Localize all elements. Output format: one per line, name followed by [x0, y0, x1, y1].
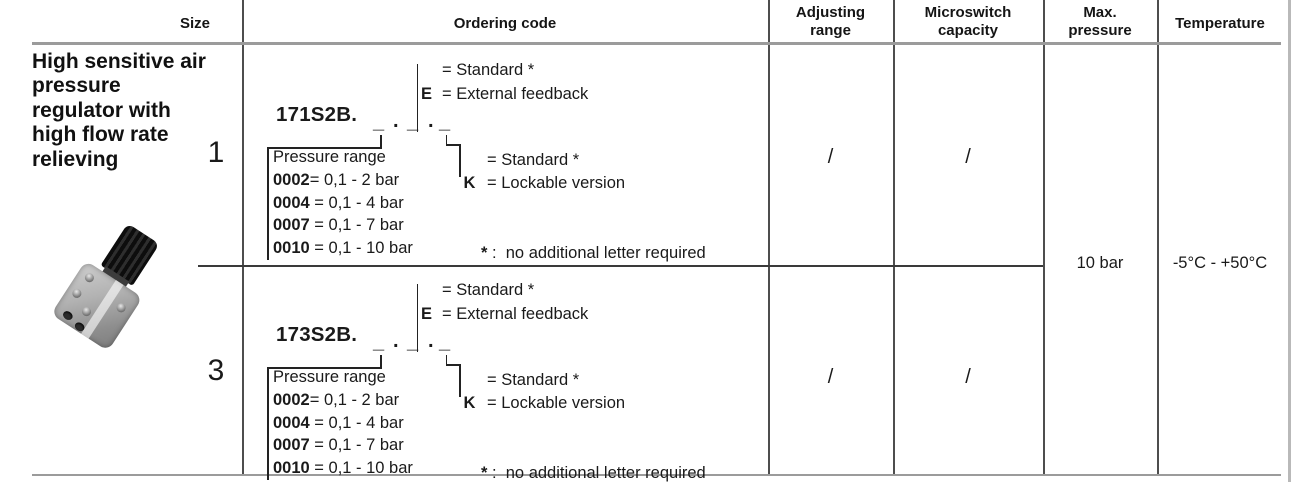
- lockable-annotation: = Lockable version: [487, 173, 626, 192]
- external-feedback-annotation: = External feedback: [442, 85, 589, 103]
- pressure-range-item: 0007 = 0,1 - 7 bar: [273, 436, 404, 454]
- blank-underscore: _: [407, 111, 419, 133]
- blank-underscore: _: [373, 331, 385, 353]
- standard-annotation: = Standard *: [487, 371, 580, 389]
- divider-maxpressure-temperature: [1157, 0, 1159, 476]
- standard-annotation: = Standard *: [442, 61, 535, 79]
- product-title: High sensitive air pressure regulator wi…: [32, 50, 206, 171]
- blank-underscore: _: [439, 111, 451, 133]
- pressure-range-item: 0002= 0,1 - 2 bar: [273, 391, 400, 409]
- row-separator: [198, 265, 1043, 267]
- footnote: * : no additional letter required: [481, 464, 706, 482]
- divider-adjusting-microswitch: [893, 0, 895, 476]
- connector-line: [380, 355, 382, 367]
- column-header-temperature: Temperature: [1175, 15, 1265, 32]
- connector-line: [445, 135, 447, 145]
- pressure-range-item: 0004 = 0,1 - 4 bar: [273, 193, 404, 212]
- standard-annotation: = Standard *: [487, 151, 580, 169]
- pressure-range-box-title: Pressure range: [273, 368, 386, 386]
- pressure-range-item: 0010 = 0,1 - 10 bar: [273, 238, 413, 257]
- blank-underscore: _: [373, 111, 385, 133]
- pressure-range-item: 0004 = 0,1 - 4 bar: [273, 413, 404, 432]
- lockable-key: K: [463, 393, 476, 412]
- divider-microswitch-maxpressure: [1043, 0, 1045, 476]
- lockable-annotation: = Lockable version: [487, 393, 626, 412]
- pressure-box-left-border: [267, 367, 269, 480]
- table-bottom-border: [32, 474, 1281, 476]
- blank-underscore: _: [407, 331, 419, 353]
- external-feedback-annotation: = External feedback: [442, 305, 589, 323]
- pressure-box-top-border: [267, 367, 382, 369]
- column-header-microswitch-capacity: Microswitch capacity: [924, 4, 1012, 39]
- code-dot: .: [428, 330, 434, 352]
- external-feedback-key: E: [421, 305, 433, 323]
- pressure-range-item: 0010 = 0,1 - 10 bar: [273, 458, 413, 477]
- code-dot: .: [428, 110, 434, 132]
- pressure-range-box-title: Pressure range: [273, 148, 386, 166]
- connector-line: [445, 355, 447, 365]
- max-pressure-value: 10 bar: [1076, 254, 1124, 272]
- connector-line: [445, 364, 461, 366]
- code-dot: .: [393, 110, 399, 132]
- page-right-edge: [1288, 0, 1291, 482]
- leader-line: [416, 284, 418, 352]
- air-pressure-regulator-photo: [50, 222, 167, 352]
- temperature-value: -5°C - +50°C: [1172, 254, 1268, 272]
- footnote: * : no additional letter required: [481, 244, 706, 262]
- ordering-code-diagram-row1: = Standard * E = External feedback 171S2…: [242, 55, 768, 267]
- adjusting-range-value-row1: /: [827, 146, 834, 168]
- column-header-adjusting-range: Adjusting range: [795, 4, 866, 39]
- header-underline: [32, 42, 1281, 45]
- lockable-key: K: [463, 173, 476, 192]
- standard-annotation: = Standard *: [442, 281, 535, 299]
- pressure-range-item: 0002= 0,1 - 2 bar: [273, 171, 400, 189]
- column-header-max-pressure: Max. pressure: [1068, 4, 1132, 39]
- size-value-row1: 1: [207, 136, 225, 169]
- ordering-code-diagram-row2: = Standard * E = External feedback 173S2…: [242, 275, 768, 482]
- column-header-size: Size: [179, 15, 210, 32]
- connector-line: [459, 364, 461, 397]
- code-dot: .: [393, 330, 399, 352]
- microswitch-capacity-value-row1: /: [965, 146, 971, 168]
- pressure-box-top-border: [267, 147, 382, 149]
- divider-size-ordering: [242, 0, 244, 476]
- ordering-code-text: 173S2B.: [276, 323, 358, 346]
- divider-ordering-adjusting: [768, 0, 770, 476]
- external-feedback-key: E: [421, 85, 433, 103]
- leader-line: [416, 64, 418, 132]
- microswitch-capacity-value-row2: /: [965, 366, 971, 388]
- ordering-code-text: 171S2B.: [276, 103, 358, 126]
- blank-underscore: _: [439, 331, 451, 353]
- regulator-assembly: [46, 213, 175, 355]
- adjusting-range-value-row2: /: [827, 366, 834, 388]
- column-header-ordering-code: Ordering code: [453, 15, 557, 32]
- connector-line: [445, 144, 461, 146]
- connector-line: [380, 135, 382, 147]
- pressure-box-left-border: [267, 147, 269, 260]
- size-value-row2: 3: [207, 354, 225, 387]
- pressure-range-item: 0007 = 0,1 - 7 bar: [273, 216, 404, 234]
- connector-line: [459, 144, 461, 177]
